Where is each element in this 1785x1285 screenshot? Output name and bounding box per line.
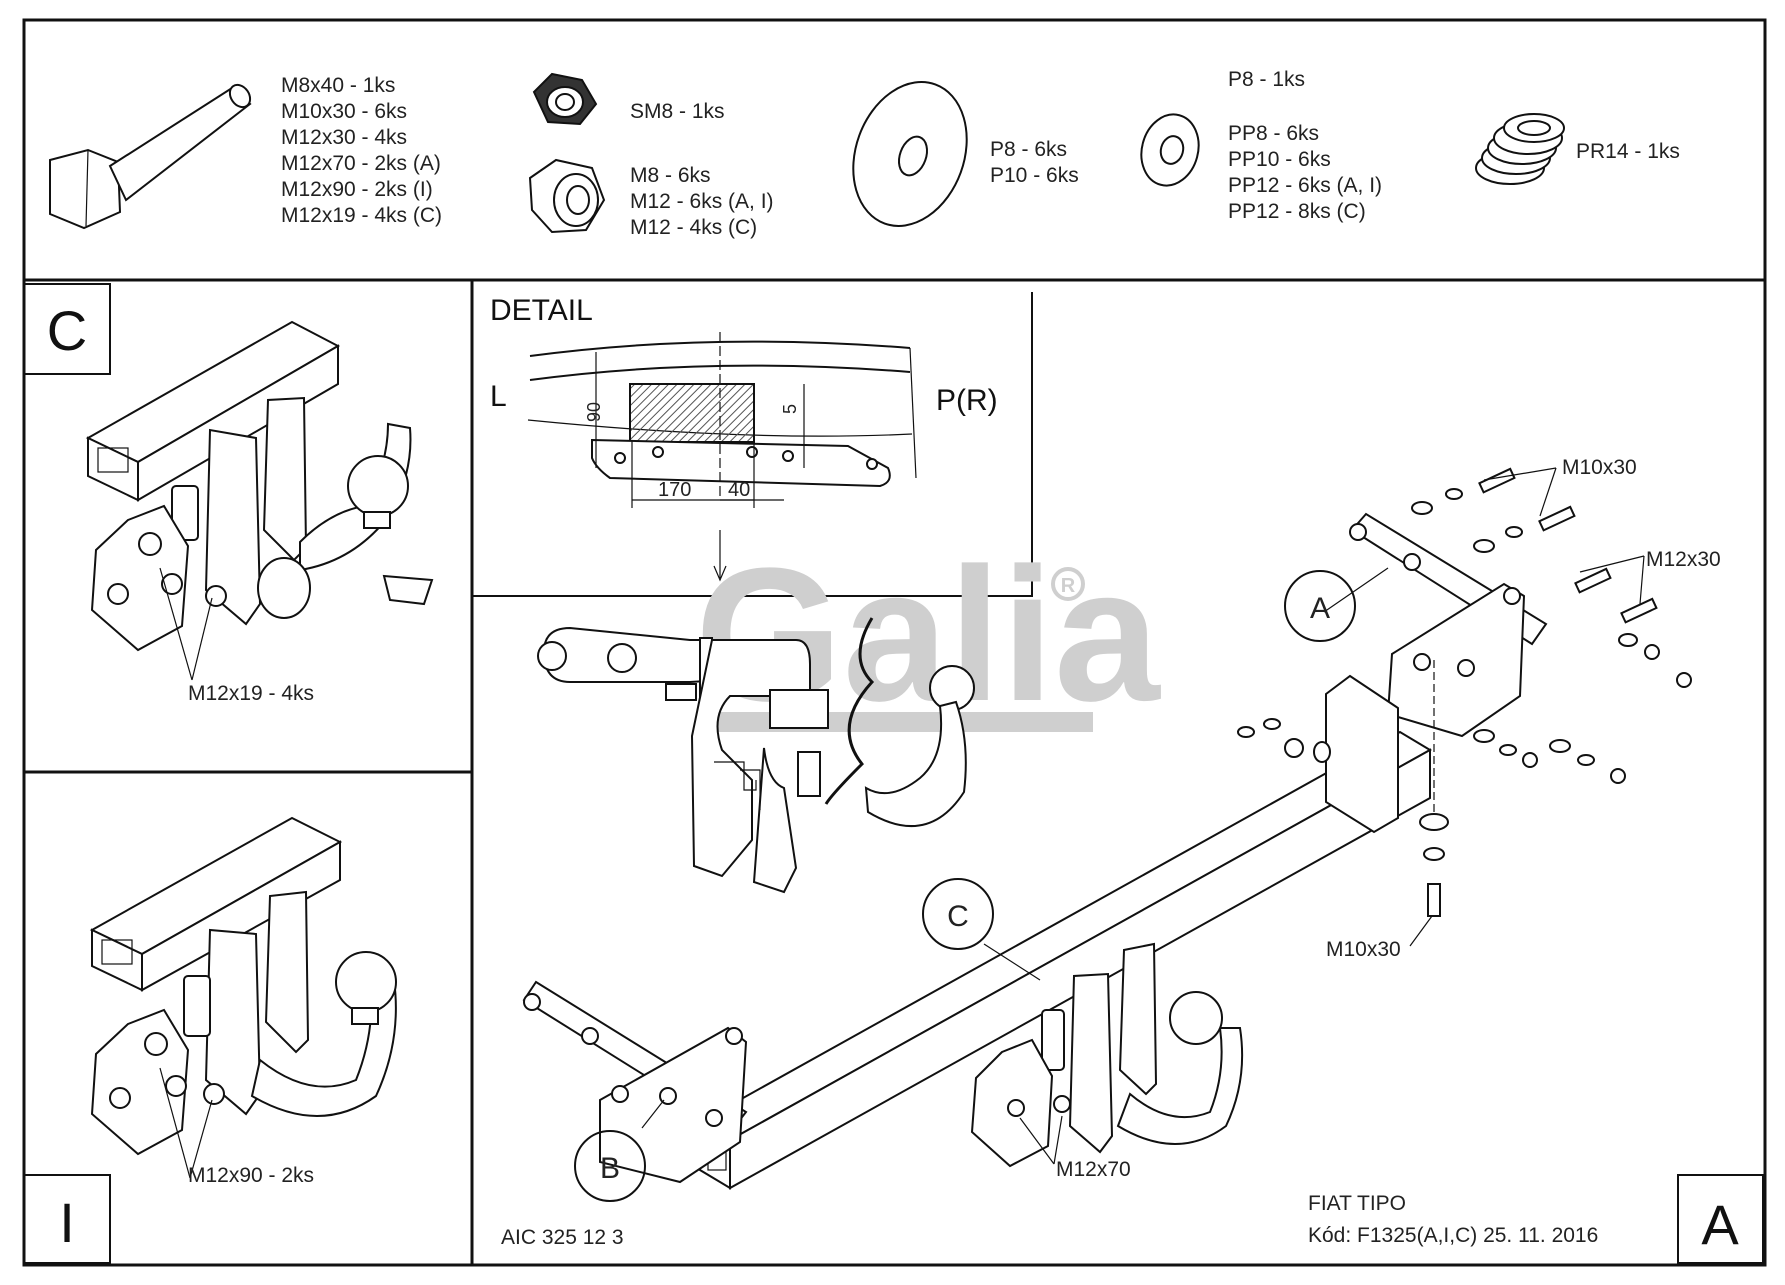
title-block: AIC 325 12 3 FIAT TIPO Kód: F1325(A,I,C)… [501,1192,1739,1256]
corner-letter: A [1701,1193,1739,1256]
bolt-spec-5: M12x90 - 2ks (I) [281,178,433,201]
panel-i-letter: I [59,1191,75,1254]
product-code: Kód: F1325(A,I,C) 25. 11. 2016 [1308,1224,1598,1247]
detail-dim-5: 5 [780,404,800,414]
small-washer-spec-3: PP12 - 6ks (A, I) [1228,174,1382,197]
towbar-c-drawing [85,320,434,652]
nut-sm-spec: SM8 - 1ks [630,100,725,123]
main-assembly: A B C M10x30 M12x30 M10x30 M12x70 [522,456,1721,1202]
nut-spec-3: M12 - 4ks (C) [630,216,757,239]
label-m12x30: M12x30 [1646,548,1721,571]
detail-dim-90: 90 [584,402,604,422]
self-locking-nut-icon [532,72,598,126]
detail-title: DETAIL [490,294,593,327]
small-washer-icon [1140,113,1200,187]
detail-dim-170: 170 [658,479,691,501]
detail-dim-40: 40 [728,479,750,501]
bolt-spec-4: M12x70 - 2ks (A) [281,152,441,175]
bolt-spec-1: M8x40 - 1ks [281,74,395,97]
towbar-i-drawing [89,816,397,1156]
drawing-code: AIC 325 12 3 [501,1226,624,1249]
bolt-spec-6: M12x19 - 4ks (C) [281,204,442,227]
spring-spec: PR14 - 1ks [1576,140,1680,163]
registered-mark: R [1061,575,1076,597]
panel-i: I M12x90 - 2ks [59,816,397,1254]
hex-nut-icon [528,158,606,234]
sheet-frame [22,18,1767,1267]
logo-underline [698,712,1093,732]
bolt-icon [49,83,252,230]
logo-text: Galia [695,529,1161,741]
panel-c: C M12x19 - 4ks [47,299,434,705]
fastener-group-right [1237,467,1692,917]
nut-spec-2: M12 - 6ks (A, I) [630,190,774,213]
detail-right-label: P(R) [936,384,998,417]
label-m10x30-bottom: M10x30 [1326,938,1401,961]
label-m10x30-top: M10x30 [1562,456,1637,479]
parts-list: M8x40 - 1ks M10x30 - 6ks M12x30 - 4ks M1… [49,68,1680,239]
nut-spec-1: M8 - 6ks [630,164,711,187]
bolt-spec-2: M10x30 - 6ks [281,100,407,123]
side-view [537,617,975,894]
panel-c-letter: C [47,299,87,362]
small-washer-spec-2: PP10 - 6ks [1228,148,1331,171]
large-washer-icon [852,81,968,227]
callout-b: B [600,1152,620,1185]
panel-i-bolt-label: M12x90 - 2ks [188,1164,314,1187]
galia-logo: Galia R [695,529,1161,741]
large-washer-spec-1: P8 - 6ks [990,138,1067,161]
detail-left-label: L [490,380,507,413]
callout-a: A [1310,592,1330,625]
small-washer-spec-4: PP12 - 8ks (C) [1228,200,1366,223]
detail-view: DETAIL L P(R) 90 5 170 40 [490,294,998,582]
washer-p8-spec: P8 - 1ks [1228,68,1305,91]
spring-icon [1475,113,1565,185]
bolt-spec-3: M12x30 - 4ks [281,126,407,149]
small-washer-spec-1: PP8 - 6ks [1228,122,1319,145]
panel-c-bolt-label: M12x19 - 4ks [188,682,314,705]
label-m12x70: M12x70 [1056,1158,1131,1181]
car-model: FIAT TIPO [1308,1192,1406,1215]
registered-mark-circle [1051,567,1085,601]
large-washer-spec-2: P10 - 6ks [990,164,1079,187]
callout-c: C [947,900,969,933]
